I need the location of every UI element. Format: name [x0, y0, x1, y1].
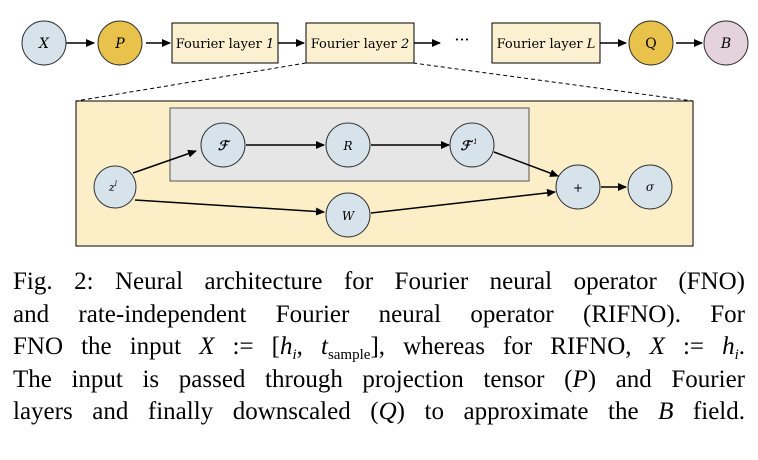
caption-line-4-b: ) and Fourier	[587, 365, 745, 393]
node-w-label: W	[342, 209, 356, 223]
caption-math-h: h	[279, 333, 293, 360]
caption-math-x1: X	[199, 333, 215, 360]
caption-line-5-a: layers and finally downscaled (	[13, 398, 379, 425]
fourier-layer-2-text: Fourier layer	[311, 37, 398, 52]
fourier-layer-1-text: Fourier layer	[176, 37, 263, 52]
zoom-line-left	[75, 62, 307, 102]
node-sigma: σ	[627, 164, 673, 210]
svg-text:Fourier layer L: Fourier layer L	[497, 37, 596, 52]
caption-math-t-sub: sample	[327, 347, 371, 363]
caption-line-1: Fig. 2: Neural architecture for Fourier …	[13, 268, 745, 295]
node-p: P	[97, 20, 143, 66]
caption-line-5-b: ) to approximate the	[396, 398, 639, 425]
node-w: W	[325, 192, 371, 238]
caption-math-h-sub: i	[292, 347, 297, 363]
caption-line-3-end: .	[738, 333, 746, 360]
caption-math-comma: ,	[296, 333, 303, 360]
node-x-label: X	[38, 36, 50, 52]
fourier-layer-1: Fourier layer 1	[171, 22, 279, 64]
node-ifft-sup: -1	[471, 138, 478, 146]
caption-line-4: The input is passed through projection t…	[13, 364, 745, 397]
caption-math-b: B	[658, 398, 674, 425]
caption-math-h2-sub: i	[734, 347, 739, 363]
caption-line-2: and rate-independent Fourier neural oper…	[13, 300, 745, 328]
node-b-label: B	[720, 36, 731, 52]
fourier-layer-l: Fourier layer L	[491, 22, 601, 64]
fourier-layer-2-index: 2	[400, 37, 409, 52]
caption-line-3: FNO the input X := [hi, tsample], wherea…	[13, 331, 745, 364]
node-p-label: P	[114, 36, 125, 52]
caption-line-5: layers and finally downscaled (Q) to app…	[13, 396, 745, 429]
fno-architecture-diagram: X P Fourier layer 1 Fourier layer 2 ··· …	[21, 20, 749, 247]
node-fft: ℱ	[200, 122, 246, 168]
node-sigma-label: σ	[646, 180, 655, 194]
fourier-layer-1-index: 1	[266, 37, 274, 52]
node-plus-label: +	[573, 181, 583, 195]
layers-ellipsis: ···	[454, 30, 469, 49]
figure-caption: Fig. 2: Neural architecture for Fourier …	[13, 266, 745, 429]
fourier-layer-l-index: L	[586, 37, 596, 52]
arrow-w-plus	[370, 188, 556, 214]
caption-math-x2: X	[649, 333, 665, 360]
caption-line-3-a: FNO the input	[13, 333, 182, 360]
caption-math-q: Q	[378, 398, 397, 425]
node-z: zl	[93, 165, 137, 209]
svg-text:Fourier layer 2: Fourier layer 2	[311, 37, 410, 52]
caption-line-4-a: The input is passed through projection t…	[13, 365, 573, 393]
caption-math-h2: h	[722, 333, 735, 360]
node-z-label: z	[108, 181, 115, 194]
caption-math-assign2: :=	[682, 333, 705, 360]
caption-math-close: ]	[370, 333, 379, 360]
node-ifft: ℱ-1	[449, 122, 495, 168]
caption-line-5-c: field.	[692, 398, 745, 425]
zoom-line-right	[412, 62, 694, 102]
caption-math-assign1: := [	[232, 333, 280, 360]
svg-text:ℱ-1: ℱ-1	[460, 138, 477, 154]
svg-text:zl: zl	[108, 180, 117, 194]
node-fft-label: ℱ	[218, 139, 231, 154]
arrow-z-fft	[132, 149, 197, 174]
node-b: B	[703, 20, 749, 66]
node-r: R	[325, 122, 371, 168]
caption-line-3-b: , whereas for RIFNO,	[378, 333, 632, 360]
arrow-z-w	[134, 199, 325, 216]
node-r-label: R	[342, 139, 352, 153]
svg-text:Fourier layer 1: Fourier layer 1	[176, 37, 275, 52]
fourier-layer-2: Fourier layer 2	[305, 22, 415, 64]
caption-math-t: t	[320, 333, 328, 360]
arrow-ifft-plus	[493, 151, 559, 177]
node-q-label: Q	[645, 36, 656, 52]
node-x: X	[21, 20, 67, 66]
node-plus: +	[555, 164, 601, 210]
node-z-sup: l	[115, 180, 117, 188]
node-q: Q	[628, 20, 674, 66]
fourier-layer-l-text: Fourier layer	[497, 37, 584, 52]
node-ifft-label: ℱ	[460, 139, 473, 154]
caption-math-p: P	[572, 365, 588, 393]
